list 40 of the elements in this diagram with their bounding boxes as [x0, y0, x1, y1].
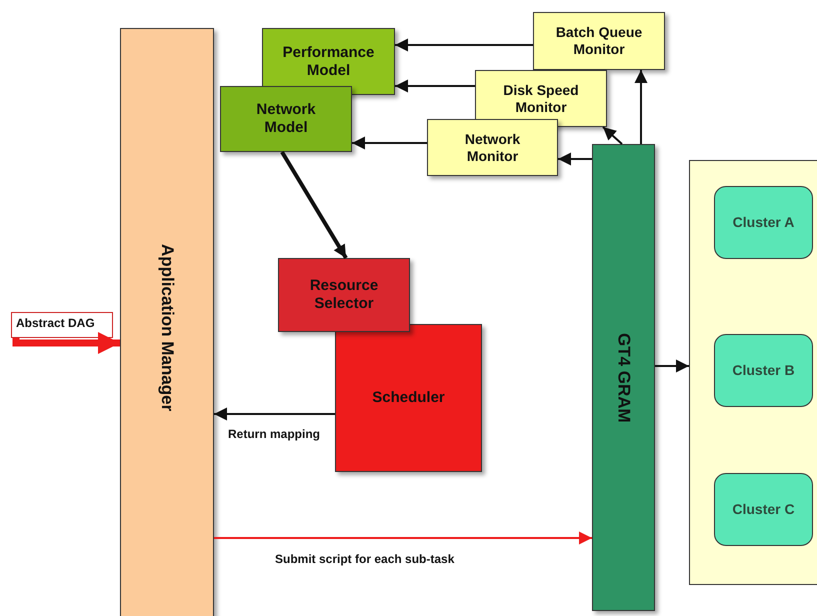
arrow [634, 70, 648, 144]
model-box [220, 86, 352, 152]
cluster-box [714, 473, 813, 546]
monitor-box [427, 119, 558, 176]
monitor-box [533, 12, 665, 70]
arrow [352, 136, 427, 150]
box-label: Network Model [255, 101, 317, 137]
box-label: Cluster A [732, 214, 794, 231]
arrow [558, 152, 592, 166]
box-label: Application Manager [157, 244, 178, 412]
box-label: Network Monitor [464, 130, 522, 164]
arrow [395, 80, 475, 92]
box-label: Cluster C [732, 501, 795, 518]
box-label: Resource Selector [308, 277, 380, 313]
box-label: Batch Queue Monitor [554, 24, 644, 58]
arrow [602, 126, 623, 145]
cluster-box [714, 334, 813, 407]
box-label: Performance Model [282, 44, 376, 80]
model-box [262, 28, 395, 95]
arrow [655, 360, 689, 372]
selector-box [278, 258, 410, 332]
scheduler-box [335, 324, 482, 472]
box-label: Disk Speed Monitor [502, 82, 580, 116]
input-box [11, 312, 113, 338]
component-bar [592, 144, 655, 611]
edge-label: Return mapping [228, 427, 320, 441]
arrow [395, 38, 533, 52]
cluster-container [689, 160, 817, 585]
arrow [214, 408, 335, 420]
arrow [280, 150, 348, 260]
component-bar [120, 28, 214, 616]
monitor-box [475, 70, 607, 127]
box-label: GT4 GRAM [614, 332, 634, 422]
arrow [214, 532, 592, 544]
arrow [12, 332, 120, 354]
box-label: Abstract DAG [16, 316, 95, 330]
box-label: Scheduler [372, 389, 445, 407]
edge-label: Submit script for each sub-task [275, 552, 454, 566]
box-label: Cluster B [732, 362, 795, 379]
cluster-box [714, 186, 813, 259]
